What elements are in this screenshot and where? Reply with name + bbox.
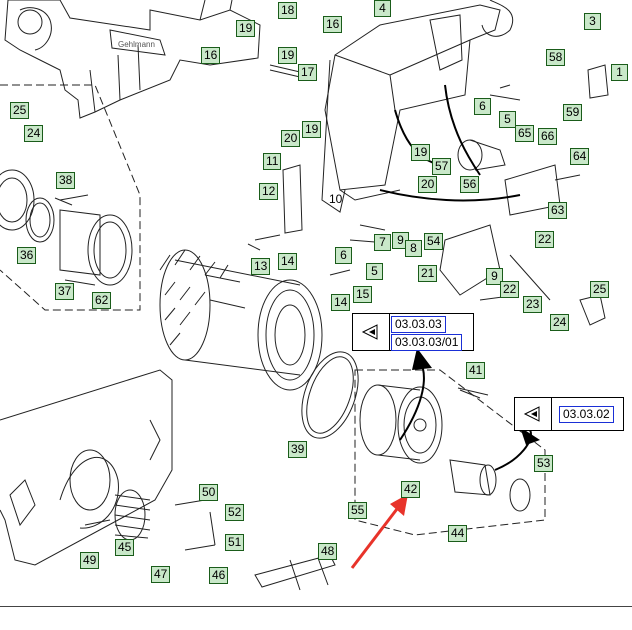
part-label[interactable]: 6 xyxy=(474,98,491,115)
part-label[interactable]: 25 xyxy=(590,281,610,298)
part-label[interactable]: 6 xyxy=(335,247,352,264)
left-group-outline xyxy=(0,84,141,311)
part-label[interactable]: 48 xyxy=(318,543,338,560)
part-label[interactable]: 42 xyxy=(401,481,421,498)
svg-text:Gehlmann: Gehlmann xyxy=(118,40,155,49)
part-label[interactable]: 54 xyxy=(424,233,444,250)
reference-triangle-icon xyxy=(353,314,390,350)
part-label[interactable]: 24 xyxy=(550,314,570,331)
part-label[interactable]: 64 xyxy=(570,148,590,165)
part-label[interactable]: 5 xyxy=(366,263,383,280)
part-label[interactable]: 20 xyxy=(418,176,438,193)
handle-rod xyxy=(254,554,336,591)
part-label[interactable]: 13 xyxy=(251,258,271,275)
bracket-12 xyxy=(282,164,303,234)
ref-link-03-03-03[interactable]: 03.03.03 xyxy=(391,316,446,333)
part-label[interactable]: 49 xyxy=(80,552,100,569)
left-bearing-parts xyxy=(0,169,133,286)
seal-ring xyxy=(301,351,359,439)
part-label[interactable]: 19 xyxy=(411,144,431,161)
part-label[interactable]: 58 xyxy=(546,49,566,66)
part-label[interactable]: 66 xyxy=(538,128,558,145)
fasteners xyxy=(84,64,581,551)
part-label: 10 xyxy=(329,192,343,206)
part-label[interactable]: 5 xyxy=(499,111,516,128)
part-label[interactable]: 56 xyxy=(460,176,480,193)
part-label[interactable]: 59 xyxy=(563,104,583,121)
part-label[interactable]: 4 xyxy=(374,0,391,17)
part-label[interactable]: 16 xyxy=(323,16,343,33)
part-label[interactable]: 8 xyxy=(405,240,422,257)
part-label[interactable]: 23 xyxy=(523,296,543,313)
gear-motor xyxy=(359,384,531,512)
part-label[interactable]: 21 xyxy=(418,265,438,282)
part-label[interactable]: 46 xyxy=(209,567,229,584)
part-label[interactable]: 14 xyxy=(278,253,298,270)
part-label[interactable]: 9 xyxy=(486,268,503,285)
part-label[interactable]: 55 xyxy=(348,502,368,519)
part-label[interactable]: 57 xyxy=(432,158,452,175)
clip-1 xyxy=(587,64,609,99)
part-label[interactable]: 19 xyxy=(236,20,256,37)
motor-group-outline xyxy=(354,369,546,536)
part-label[interactable]: 44 xyxy=(448,525,468,542)
part-label[interactable]: 38 xyxy=(56,172,76,189)
part-label[interactable]: 7 xyxy=(374,234,391,251)
bracket-21 xyxy=(439,224,501,296)
part-label[interactable]: 36 xyxy=(17,247,37,264)
part-label[interactable]: 14 xyxy=(331,294,351,311)
ref-link-03-03-02[interactable]: 03.03.02 xyxy=(559,406,614,423)
page-divider xyxy=(0,606,632,607)
part-label[interactable]: 51 xyxy=(225,534,245,551)
part-label[interactable]: 63 xyxy=(548,202,568,219)
part-label[interactable]: 19 xyxy=(278,47,298,64)
part-label[interactable]: 65 xyxy=(515,125,535,142)
spring xyxy=(114,489,151,541)
part-label[interactable]: 15 xyxy=(353,286,373,303)
part-label[interactable]: 19 xyxy=(302,121,322,138)
machine-frame: Gehlmann xyxy=(4,0,261,119)
part-label[interactable]: 22 xyxy=(535,231,555,248)
part-label[interactable]: 11 xyxy=(263,153,282,170)
part-label[interactable]: 17 xyxy=(298,64,318,81)
part-label[interactable]: 24 xyxy=(24,125,44,142)
part-label[interactable]: 45 xyxy=(115,539,135,556)
part-label[interactable]: 18 xyxy=(278,2,298,19)
rotor-drum xyxy=(159,249,323,391)
part-label[interactable]: 3 xyxy=(584,13,601,30)
reference-triangle-icon xyxy=(515,398,552,430)
highlight-arrow xyxy=(350,494,408,569)
part-label[interactable]: 39 xyxy=(288,441,308,458)
part-label[interactable]: 12 xyxy=(259,183,279,200)
part-label[interactable]: 53 xyxy=(534,455,554,472)
part-label[interactable]: 62 xyxy=(92,292,112,309)
side-panel xyxy=(321,0,513,213)
mounting-plate xyxy=(0,369,173,566)
ref-box-03-03-03: 03.03.03 03.03.03/01 xyxy=(352,313,474,351)
part-label[interactable]: 22 xyxy=(500,281,520,298)
ref-box-03-03-02: 03.03.02 xyxy=(514,397,624,431)
part-label[interactable]: 16 xyxy=(201,47,221,64)
part-label[interactable]: 50 xyxy=(199,484,219,501)
part-label[interactable]: 1 xyxy=(611,64,628,81)
part-label[interactable]: 41 xyxy=(466,362,486,379)
part-label[interactable]: 20 xyxy=(281,130,301,147)
part-label[interactable]: 25 xyxy=(10,102,30,119)
clip-25 xyxy=(579,294,606,326)
part-label[interactable]: 52 xyxy=(225,504,245,521)
ref-link-03-03-03-01[interactable]: 03.03.03/01 xyxy=(391,334,463,351)
reference-arrows xyxy=(379,84,532,471)
part-label[interactable]: 47 xyxy=(151,566,171,583)
arrow-heads xyxy=(412,348,540,445)
part-label[interactable]: 37 xyxy=(55,283,75,300)
